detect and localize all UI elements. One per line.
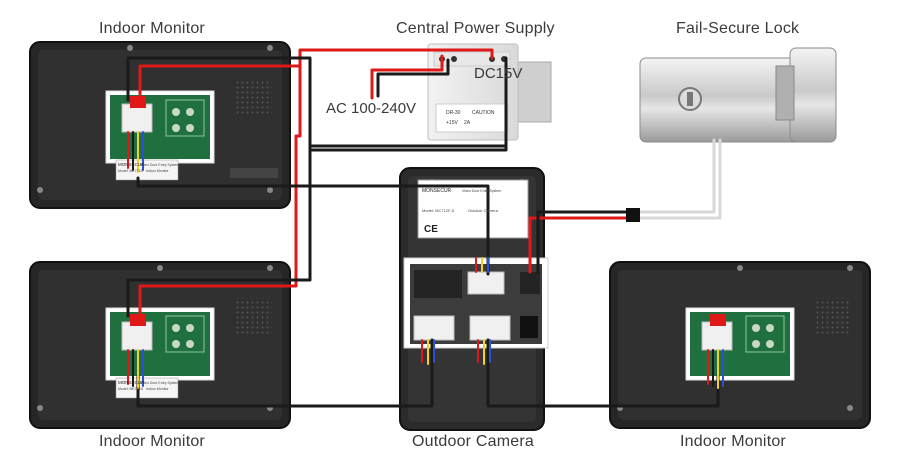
dc-output-label: DC15V xyxy=(474,65,522,82)
sticker-model: Model: MK771D xyxy=(118,169,144,173)
indoor-monitor-bottom-right xyxy=(609,261,871,429)
psu-voltage: +15V xyxy=(446,120,458,126)
indoor-monitor-top-left xyxy=(29,41,291,209)
camera-sticker: MONSECUR Video Door Entry System Model: … xyxy=(422,188,501,235)
sticker-desc: Video Door Entry System xyxy=(140,381,179,385)
sticker-brand: MONSECUR xyxy=(118,162,145,167)
label-fail-secure-lock: Fail-Secure Lock xyxy=(676,20,800,37)
fail-secure-lock xyxy=(639,47,837,143)
label-indoor-monitor-top-left: Indoor Monitor xyxy=(99,20,205,37)
camera-sticker-brand: MONSECUR xyxy=(422,188,452,194)
camera-sticker-name: Outdoor Camera xyxy=(468,208,499,213)
psu-caution: CAUTION xyxy=(472,110,495,116)
indoor-monitor-bottom-left xyxy=(29,261,291,429)
psu-current: 2A xyxy=(464,120,471,126)
camera-sticker-model: Model: MC712F-5 xyxy=(422,208,455,213)
camera-sticker-desc: Video Door Entry System xyxy=(462,189,501,193)
monitor-sticker-bottom-left: MONSECUR Video Door Entry System Model: … xyxy=(118,380,179,391)
ce-mark: CE xyxy=(424,224,438,235)
label-central-power-supply: Central Power Supply xyxy=(396,20,555,37)
outdoor-camera xyxy=(399,167,549,431)
sticker-name: Indoor Monitor xyxy=(146,387,169,391)
wires xyxy=(126,48,724,408)
psu-model: DR-30 xyxy=(446,110,461,116)
central-power-supply: DR-30 CAUTION +15V 2A xyxy=(427,43,552,141)
sticker-name: Indoor Monitor xyxy=(146,169,169,173)
label-indoor-monitor-bottom-right: Indoor Monitor xyxy=(680,433,786,450)
label-indoor-monitor-bottom-left: Indoor Monitor xyxy=(99,433,205,450)
sticker-model: Model: MK771D xyxy=(118,387,144,391)
sticker-desc: Video Door Entry System xyxy=(140,163,179,167)
label-outdoor-camera: Outdoor Camera xyxy=(412,433,534,450)
ac-input-label: AC 100-240V xyxy=(326,100,416,117)
monitor-sticker-top-left: MONSECUR Video Door Entry System Model: … xyxy=(118,162,179,173)
sticker-brand: MONSECUR xyxy=(118,380,145,385)
